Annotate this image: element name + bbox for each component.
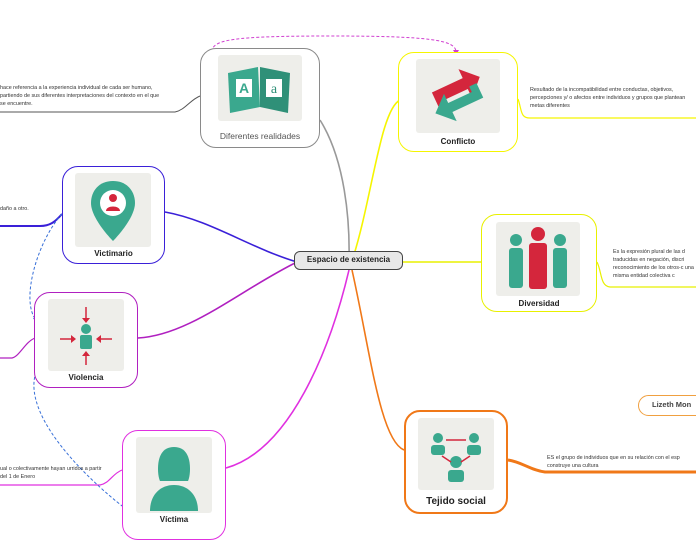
social-network-icon xyxy=(431,433,481,482)
relation-violencia-victima xyxy=(33,371,131,513)
node-diferentes-realidades[interactable]: A a Diferentes realidades xyxy=(200,48,320,148)
link-victimario xyxy=(164,211,298,263)
link-violencia xyxy=(137,261,298,339)
link-victima xyxy=(225,269,350,469)
author-badge[interactable]: Lizeth Mon xyxy=(638,395,696,416)
node-icon-tile xyxy=(416,59,500,133)
node-label: Tejido social xyxy=(426,496,486,507)
node-label: Diversidad xyxy=(518,299,560,308)
node-icon-tile xyxy=(136,437,212,513)
node-icon-tile xyxy=(48,299,124,371)
node-icon-tile xyxy=(418,418,494,490)
note-tejido-social: ES el grupo de individuos que en su rela… xyxy=(547,455,680,469)
node-victimario[interactable]: Victimario xyxy=(62,166,165,264)
link-tejido xyxy=(351,269,405,451)
note-victimario: daño a otro. xyxy=(0,206,29,212)
node-label: Conflicto xyxy=(440,137,476,146)
node-diversidad[interactable]: Diversidad xyxy=(481,214,597,312)
node-icon-tile xyxy=(496,222,580,296)
link-note-tejido xyxy=(507,458,696,474)
node-tejido-social[interactable]: Tejido social xyxy=(404,410,508,514)
svg-text:A: A xyxy=(239,80,249,96)
link-note-victima xyxy=(0,469,123,486)
note-diversidad: Es la expresión plural de las d traducid… xyxy=(613,249,694,279)
center-node[interactable]: Espacio de existencia xyxy=(294,251,403,270)
note-diferentes-realidades: hace referencia a la experiencia individ… xyxy=(0,85,160,107)
group-people-icon xyxy=(509,227,567,289)
node-icon-tile: A a xyxy=(218,55,302,121)
node-conflicto[interactable]: Conflicto xyxy=(398,52,518,152)
note-conflicto: Resultado de la incompatibilidad entre c… xyxy=(530,87,686,109)
note-victima: ual o colectivamente hayan urridos a par… xyxy=(0,466,102,480)
link-note-conflicto xyxy=(517,98,696,119)
connection-lines xyxy=(0,35,696,516)
relation-realidades-conflicto xyxy=(211,35,457,53)
link-conflicto xyxy=(351,99,401,262)
book-letters-icon: A a xyxy=(228,67,290,113)
link-note-violencia xyxy=(0,337,36,359)
node-violencia[interactable]: Violencia xyxy=(34,292,138,388)
link-note-diversidad xyxy=(596,261,696,288)
link-note-realidades xyxy=(0,95,201,113)
relation-victimario-violencia xyxy=(29,213,63,321)
person-arrows-icon xyxy=(60,307,112,365)
node-victima[interactable]: Víctima xyxy=(122,430,226,540)
node-icon-tile xyxy=(75,173,151,247)
link-realidades xyxy=(319,119,350,262)
opposing-arrows-icon xyxy=(431,69,484,122)
woman-avatar-icon xyxy=(150,447,198,511)
link-note-victimario xyxy=(0,213,63,227)
node-label: Victimario xyxy=(94,249,133,258)
node-label: Diferentes realidades xyxy=(219,131,301,141)
svg-text:a: a xyxy=(271,82,278,97)
person-pin-icon xyxy=(91,181,135,241)
node-label: Violencia xyxy=(68,373,104,382)
